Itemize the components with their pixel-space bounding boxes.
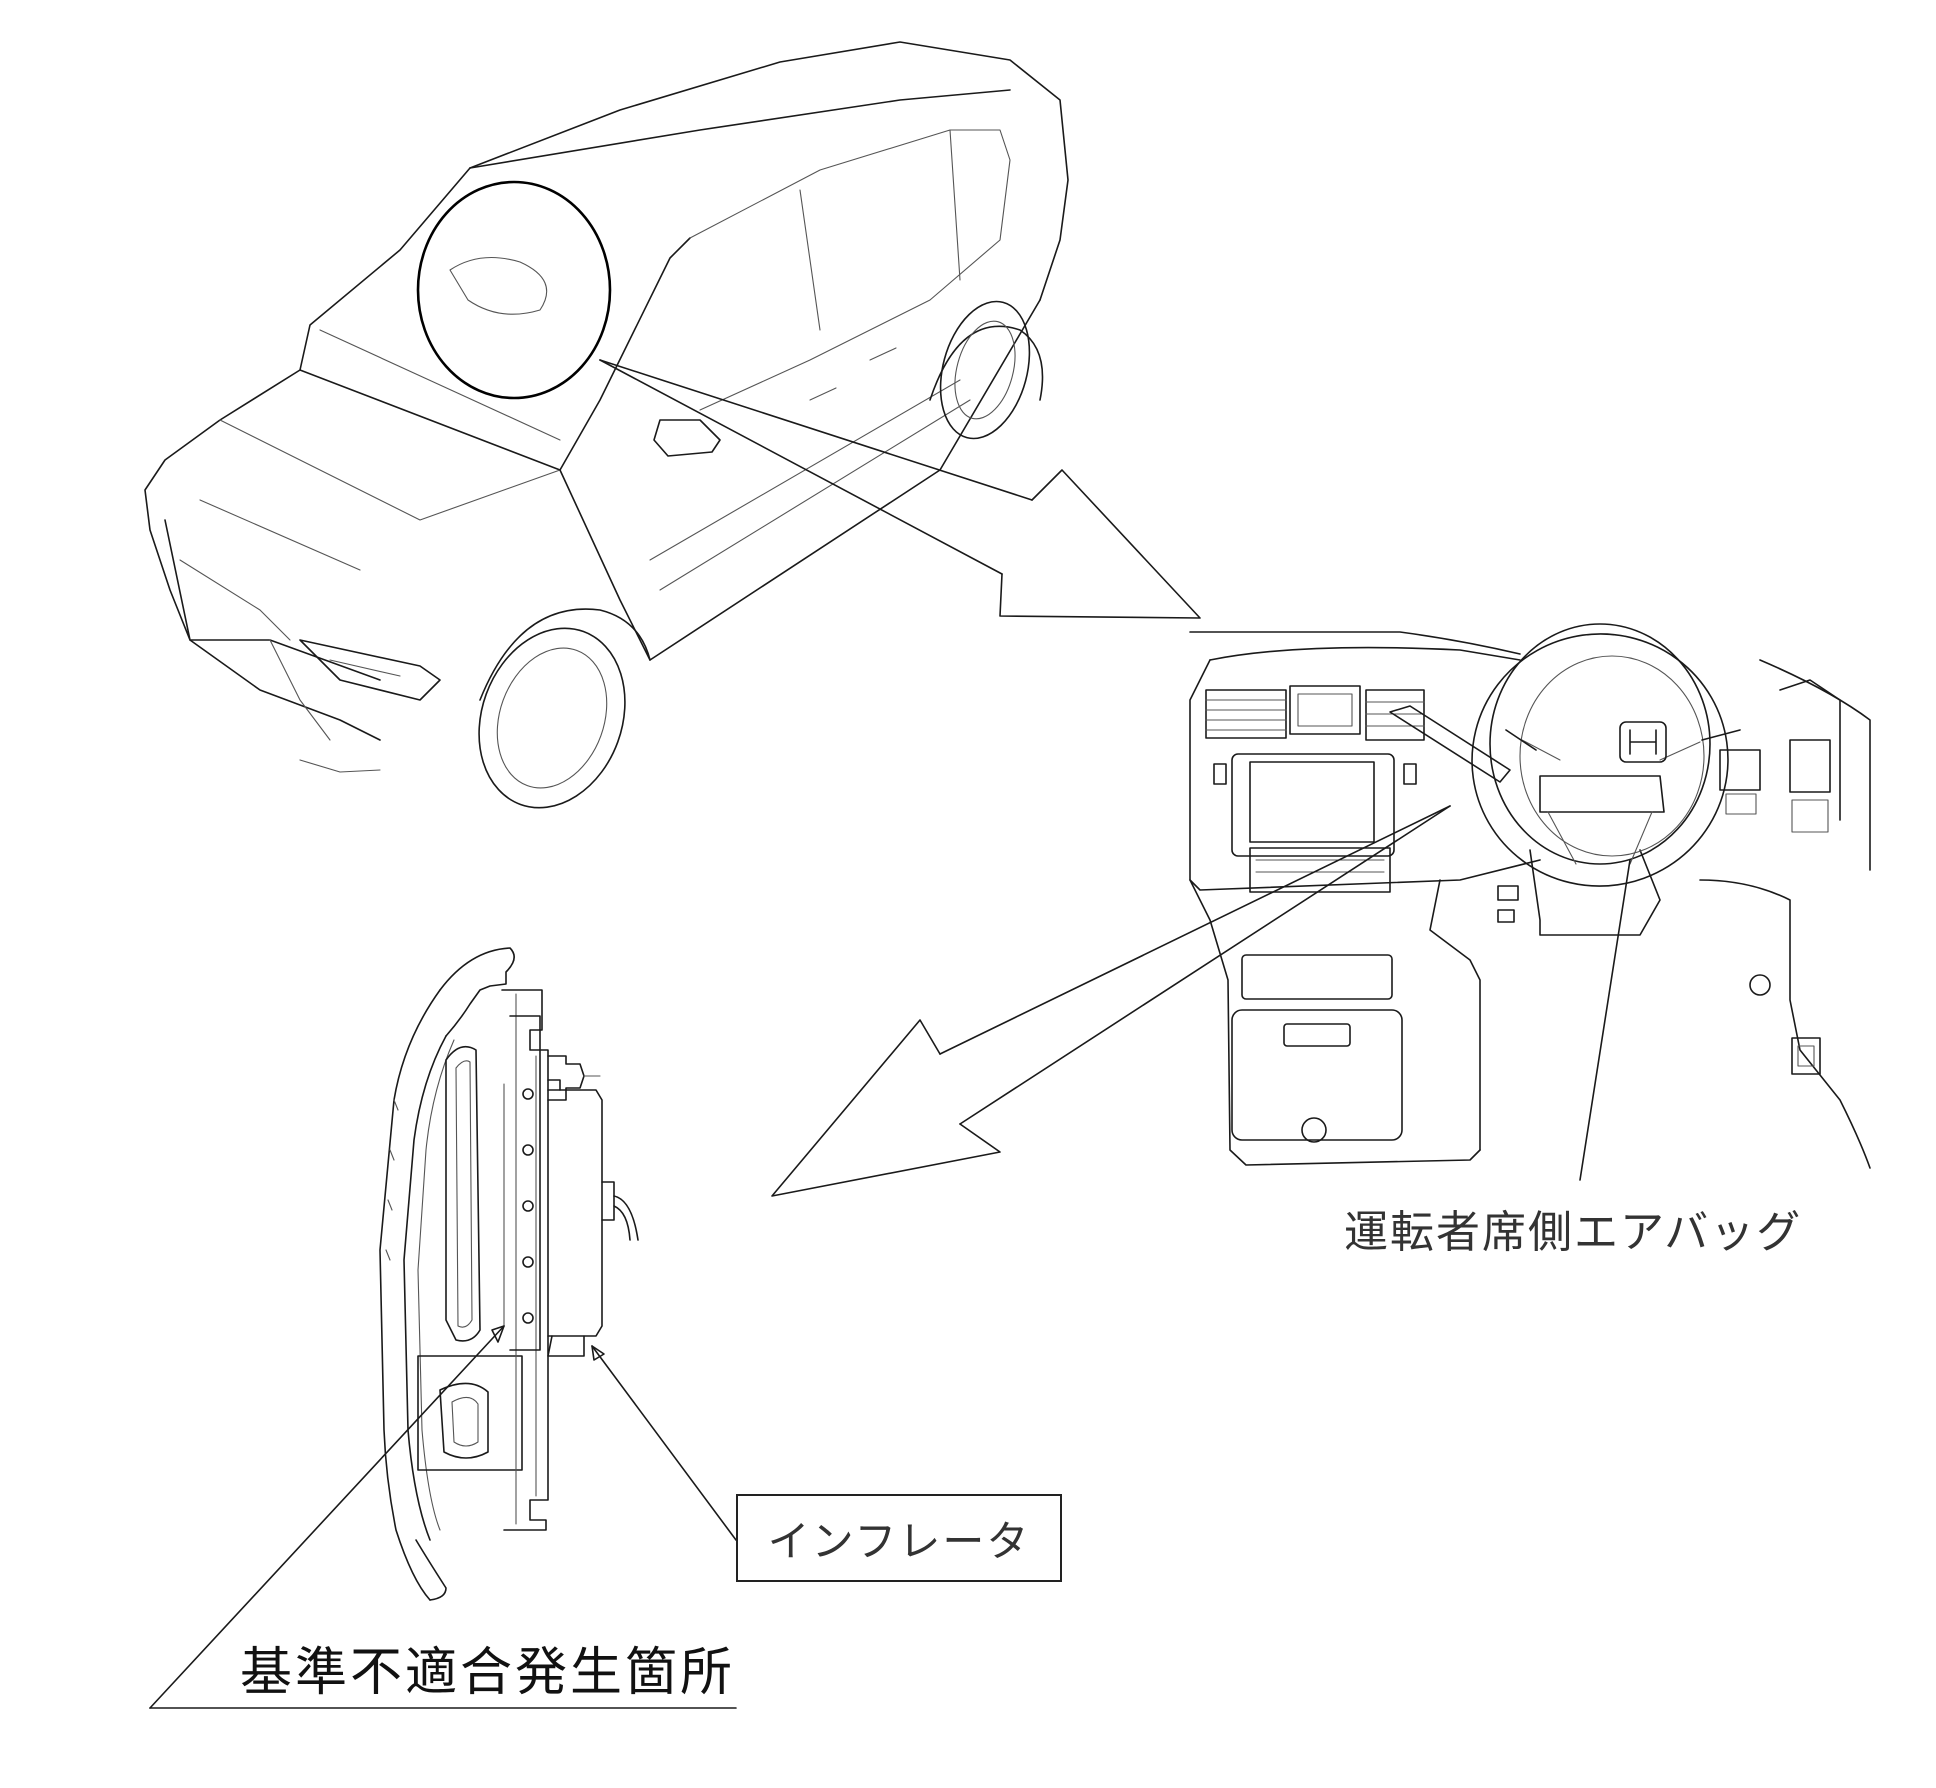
driver-airbag-label: 運転者席側エアバッグ bbox=[1344, 1207, 1803, 1258]
inflator-pointer bbox=[591, 1345, 737, 1541]
inflator-label: インフレータ bbox=[767, 1516, 1031, 1566]
airbag-module-illustration bbox=[379, 947, 639, 1601]
arrow-dashboard-to-module bbox=[771, 805, 1451, 1197]
defect-location-label: 基準不適合発生箇所 bbox=[240, 1643, 736, 1703]
defect-pointer bbox=[149, 1325, 737, 1709]
arrow-car-to-dashboard bbox=[599, 359, 1201, 619]
inflator-label-box: インフレータ bbox=[736, 1494, 1062, 1582]
vehicle-illustration bbox=[144, 41, 1069, 809]
dashboard-illustration bbox=[1189, 623, 1871, 1169]
driver-airbag-pointer bbox=[1579, 859, 1631, 1181]
focus-circle bbox=[416, 180, 612, 400]
honda-h-logo-icon bbox=[1619, 721, 1667, 763]
